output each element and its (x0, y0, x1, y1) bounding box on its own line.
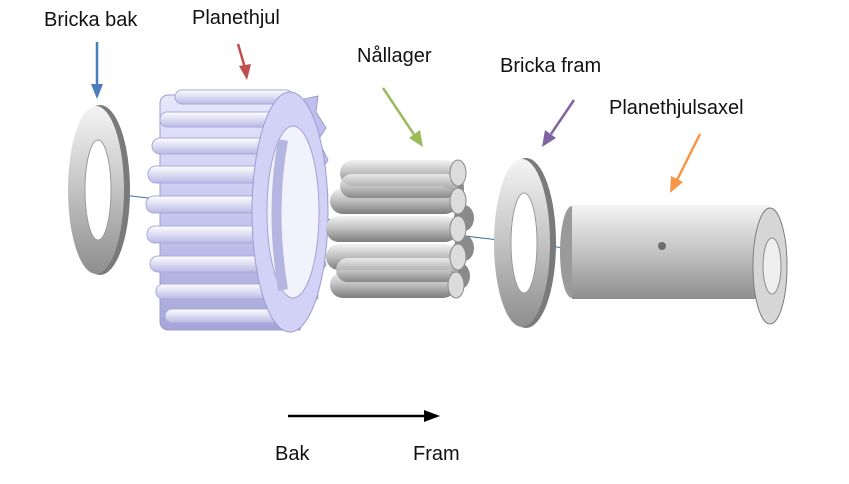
bricka-bak-pointer (91, 42, 103, 99)
label-direction-front: Fram (413, 443, 460, 465)
planet-shaft-part (560, 205, 788, 325)
direction-arrow (288, 410, 440, 422)
label-nallager: Nållager (357, 45, 432, 67)
label-bricka-fram: Bricka fram (500, 55, 602, 77)
label-direction-back: Bak (275, 443, 310, 465)
planethjul-pointer (236, 43, 251, 80)
rear-washer-part (68, 105, 130, 275)
planet-gear-part (145, 89, 329, 333)
planethjulsaxel-pointer (670, 133, 702, 193)
label-planethjul: Planethjul (192, 7, 280, 29)
needle-bearing-part (326, 159, 474, 299)
front-washer-part (494, 158, 556, 328)
label-bricka-bak: Bricka bak (44, 9, 138, 31)
nallager-pointer (381, 87, 423, 147)
label-planethjulsaxel: Planethjulsaxel (609, 97, 744, 119)
bricka-fram-pointer (542, 99, 576, 147)
